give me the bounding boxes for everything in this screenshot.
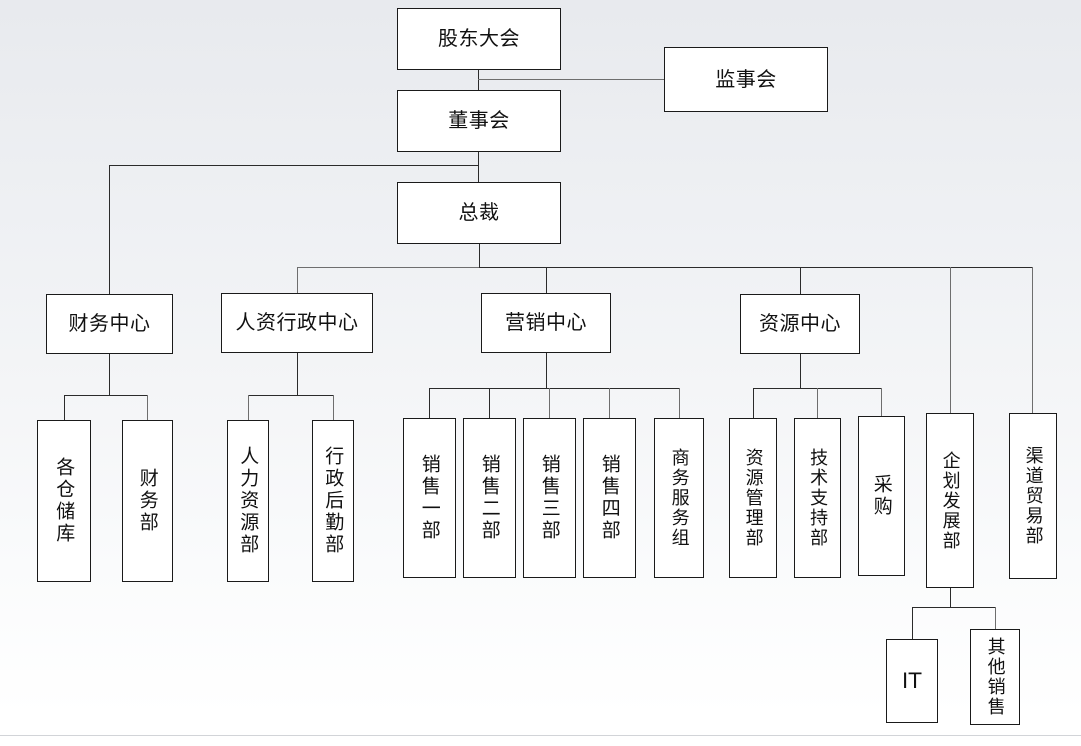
node-warehouse-label: 各仓储库: [53, 457, 76, 545]
node-shareholders-label: 股东大会: [438, 26, 520, 51]
node-it[interactable]: IT: [886, 639, 938, 723]
edge-hr-admin-center-stem: [297, 353, 298, 395]
node-planning-dev[interactable]: 企划发展部: [926, 413, 974, 588]
node-marketing-center-label: 营销中心: [505, 310, 587, 335]
node-board-label: 董事会: [448, 108, 510, 133]
node-supervisors[interactable]: 监事会: [664, 47, 828, 112]
edge-planning-dev-rail: [912, 607, 995, 608]
node-sales-3-label: 销售三部: [538, 454, 561, 542]
node-sales-3[interactable]: 销售三部: [523, 418, 576, 578]
edge-finance-center-rail: [64, 395, 148, 396]
node-shareholders[interactable]: 股东大会: [397, 8, 561, 70]
edge-marketing-center-business-service: [679, 388, 680, 418]
node-president-label: 总裁: [458, 200, 500, 225]
node-sales-2-label: 销售二部: [478, 454, 501, 542]
node-procurement-label: 采购: [870, 474, 893, 518]
node-resource-mgmt[interactable]: 资源管理部: [729, 418, 777, 578]
node-sales-4[interactable]: 销售四部: [583, 418, 636, 578]
node-hr-dept[interactable]: 人力资源部: [227, 420, 269, 582]
edge-marketing-center-sales-3: [549, 388, 550, 418]
edge-finance-center-finance-dept: [147, 395, 148, 420]
node-sales-1[interactable]: 销售一部: [403, 418, 456, 578]
node-business-service[interactable]: 商务服务组: [654, 418, 704, 578]
edge-left-rail-drop: [109, 165, 110, 294]
node-hr-admin-center-label: 人资行政中心: [235, 310, 359, 335]
edge-resource-center-procurement: [881, 388, 882, 416]
edge-president-hr-admin-center: [297, 267, 298, 293]
node-sales-4-label: 销售四部: [598, 454, 621, 542]
node-finance-center-label: 财务中心: [68, 311, 151, 336]
node-warehouse[interactable]: 各仓储库: [37, 420, 91, 582]
node-procurement[interactable]: 采购: [858, 416, 905, 576]
node-business-service-label: 商务服务组: [668, 448, 690, 548]
edge-marketing-center-sales-2: [489, 388, 490, 418]
node-channel-trade[interactable]: 渠道贸易部: [1009, 413, 1057, 579]
node-it-label: IT: [901, 668, 923, 693]
edge-hr-admin-center-rail: [248, 395, 334, 396]
edge-board-left-rail: [109, 165, 479, 166]
node-finance-dept[interactable]: 财务部: [122, 420, 173, 582]
edge-planning-dev-stem: [950, 588, 951, 607]
node-hr-admin-center[interactable]: 人资行政中心: [221, 293, 373, 353]
node-board[interactable]: 董事会: [397, 90, 561, 152]
node-admin-dept[interactable]: 行政后勤部: [312, 420, 354, 582]
node-other-sales[interactable]: 其他销售: [970, 629, 1020, 725]
edge-planning-dev-other-sales: [995, 607, 996, 629]
edge-marketing-center-stem: [546, 353, 547, 388]
edge-hr-admin-center-hr-dept: [248, 395, 249, 420]
edge-president-planning-dev: [950, 267, 951, 413]
node-sales-1-label: 销售一部: [418, 454, 441, 542]
president-bus-right: [479, 267, 1032, 268]
page-divider: [0, 735, 1081, 736]
edge-president-bus-stem: [479, 244, 480, 267]
node-president[interactable]: 总裁: [397, 182, 561, 244]
edge-marketing-center-sales-1: [429, 388, 430, 418]
edge-resource-center-tech-support: [817, 388, 818, 418]
node-sales-2[interactable]: 销售二部: [463, 418, 516, 578]
node-planning-dev-label: 企划发展部: [939, 450, 961, 551]
node-admin-dept-label: 行政后勤部: [322, 446, 345, 556]
node-tech-support[interactable]: 技术支持部: [794, 418, 841, 578]
edge-marketing-center-rail: [429, 388, 680, 389]
edge-president-channel-trade: [1032, 267, 1033, 413]
node-other-sales-label: 其他销售: [984, 637, 1006, 717]
edge-president-resource-center: [800, 267, 801, 294]
edge-resource-center-resource-mgmt: [753, 388, 754, 418]
edge-finance-center-warehouse: [64, 395, 65, 420]
node-channel-trade-label: 渠道贸易部: [1022, 446, 1044, 546]
edge-planning-dev-it: [912, 607, 913, 639]
edge-president-marketing-center: [546, 267, 547, 293]
node-tech-support-label: 技术支持部: [807, 448, 829, 548]
node-finance-dept-label: 财务部: [136, 468, 159, 534]
edge-hr-admin-center-admin-dept: [333, 395, 334, 420]
president-bus-left: [297, 267, 479, 268]
node-resource-mgmt-label: 资源管理部: [742, 448, 764, 548]
node-marketing-center[interactable]: 营销中心: [481, 293, 611, 353]
edge-marketing-center-sales-4: [609, 388, 610, 418]
node-resource-center-label: 资源中心: [759, 311, 841, 336]
node-resource-center[interactable]: 资源中心: [740, 294, 860, 354]
edge-finance-center-stem: [109, 354, 110, 395]
node-hr-dept-label: 人力资源部: [237, 446, 260, 556]
edge-shareholders-board: [478, 70, 479, 90]
edge-resource-center-stem: [800, 354, 801, 388]
edge-shareholders-supervisors: [478, 79, 664, 80]
node-supervisors-label: 监事会: [715, 66, 777, 91]
edge-board-president: [478, 152, 479, 182]
node-finance-center[interactable]: 财务中心: [46, 294, 173, 354]
